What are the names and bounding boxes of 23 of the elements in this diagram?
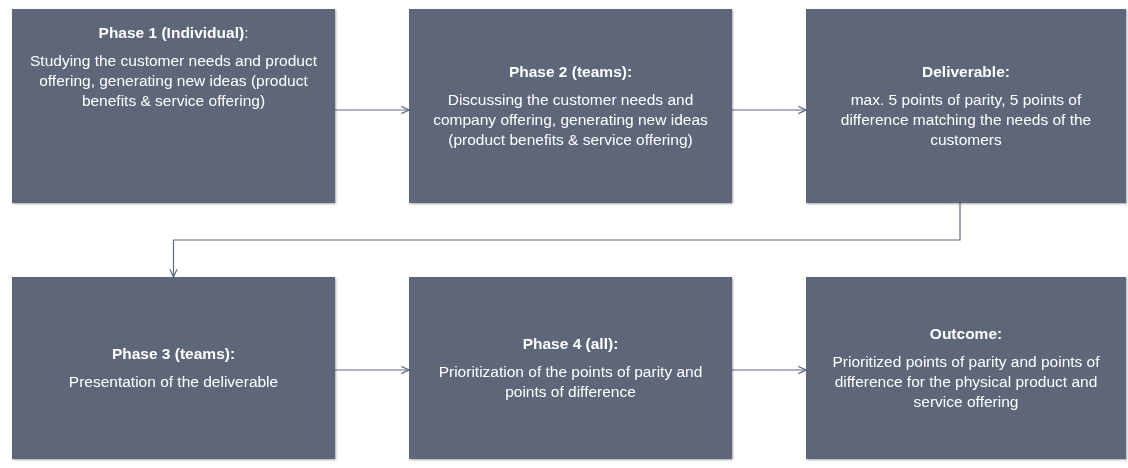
process-box bbox=[806, 277, 1126, 459]
box-text: Prioritized points of parity and points of difference for the physical product and service offering bbox=[831, 351, 1101, 413]
process-box bbox=[806, 9, 1126, 203]
box-heading: Deliverable: bbox=[922, 61, 1010, 82]
box-text: Prioritization of the points of parity and points of difference bbox=[437, 361, 704, 403]
process-box bbox=[12, 277, 335, 459]
box-heading: Phase 3 (teams): bbox=[111, 343, 236, 364]
arrow bbox=[334, 105, 410, 115]
box-heading: Phase 4 (all): bbox=[522, 333, 619, 354]
process-box bbox=[12, 9, 335, 203]
box-text: Studying the customer needs and product offering, generating new ideas (product benefits & service offering) bbox=[29, 51, 318, 112]
box-text: Presentation of the deliverable bbox=[68, 372, 279, 392]
box-text: max. 5 points of parity, 5 points of difference matching the needs of the customers bbox=[839, 89, 1093, 151]
process-box bbox=[409, 9, 732, 203]
arrow bbox=[731, 365, 807, 375]
process-box bbox=[409, 277, 732, 459]
arrow bbox=[731, 105, 807, 115]
box-heading: Phase 1 (Individual): bbox=[98, 23, 249, 43]
box-heading: Outcome: bbox=[929, 323, 1003, 344]
arrow bbox=[169, 202, 961, 278]
arrow bbox=[334, 365, 410, 375]
box-heading: Phase 2 (teams): bbox=[508, 61, 633, 82]
box-text: Discussing the customer needs and company offering, generating new ideas (product benefits & service offering) bbox=[432, 89, 709, 151]
